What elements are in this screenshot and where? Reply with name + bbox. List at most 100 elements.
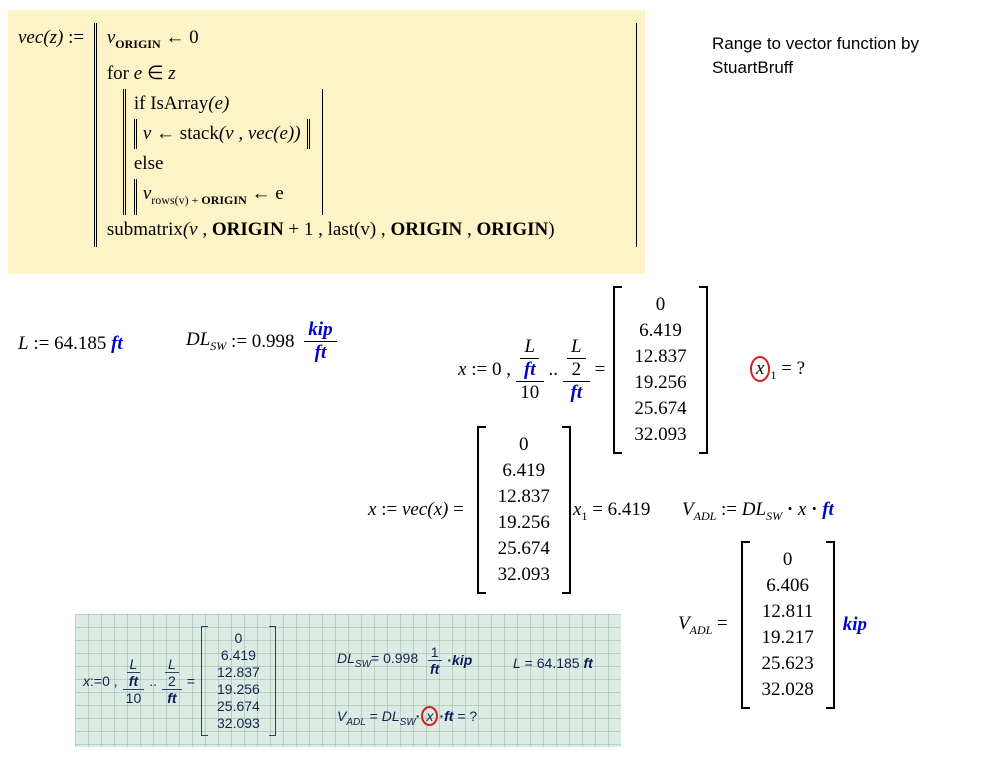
program-body: vORIGIN ← 0 for e ∈ z if IsArray(e) v ← … <box>93 23 637 247</box>
range-definition-region[interactable]: x := 0 , L ft 10 .. L 2 ft = <box>458 285 708 455</box>
matrix-bracket-left <box>613 286 623 454</box>
range-lhs: x := 0 , <box>458 359 511 380</box>
matrix-value: 32.093 <box>497 564 550 585</box>
program-line-stack: v ← stack(v , vec(e)) <box>133 118 310 149</box>
program-for-body: if IsArray(e) v ← stack(v , vec(e)) else… <box>122 88 323 215</box>
matrix-value: 19.256 <box>634 372 687 393</box>
matrix-value: 0 <box>234 629 243 646</box>
matrix-value: 32.028 <box>761 679 814 700</box>
matrix-value: 19.256 <box>217 680 260 697</box>
inset-result-matrix: 0 6.419 12.837 19.256 25.674 32.093 <box>201 625 276 736</box>
program-lhs: vec(z) := <box>18 23 89 53</box>
vec-program-region[interactable]: vec(z) := vORIGIN ← 0 for e ∈ z if IsArr… <box>8 10 645 274</box>
note-line-1: Range to vector function by <box>712 34 919 53</box>
inset-fraction-1-over-ft: 1 ft <box>427 644 442 677</box>
matrix-value: 25.674 <box>217 697 260 714</box>
inset-fraction-L-over-ft-over-10: L ft 10 <box>122 656 145 706</box>
matrix-bracket-left <box>740 541 750 709</box>
matrix-values: 0 6.419 12.837 19.256 25.674 32.093 <box>622 286 698 454</box>
vec-call-region[interactable]: x := vec(x) = 0 6.419 12.837 19.256 25.6… <box>368 426 571 594</box>
assign-operator: := <box>226 330 252 352</box>
matrix-value: 12.837 <box>497 486 550 507</box>
unit-fraction-kip-per-ft: kip ft <box>304 319 337 364</box>
program-line-else: else <box>133 152 164 174</box>
vec-result-matrix: 0 6.419 12.837 19.256 25.674 32.093 <box>476 426 571 594</box>
program-line-submatrix: submatrix(v , ORIGIN + 1 , last(v) , ORI… <box>106 218 555 240</box>
program-line-init: vORIGIN ← 0 <box>106 27 199 51</box>
program-function-name: vec(z) <box>18 27 64 48</box>
matrix-bracket-right <box>561 426 571 594</box>
range-operator: .. <box>548 359 559 380</box>
matrix-value: 12.837 <box>217 663 260 680</box>
inset-range-expression: x:=0 , L ft 10 .. L 2 ft <box>83 622 276 739</box>
matrix-values: 0 6.419 12.837 19.256 25.674 32.093 <box>208 626 269 736</box>
inner-program-bar-left: vrows(v) + ORIGIN ← e <box>133 178 284 215</box>
matrix-value: 25.623 <box>761 653 814 674</box>
assign-operator: := <box>63 27 89 48</box>
assign-operator: := <box>716 499 742 520</box>
matrix-bracket-right <box>698 286 708 454</box>
inset-dl-lhs: DLSW= 0.998 <box>337 650 423 670</box>
program-line-for: for e ∈ z <box>106 62 176 84</box>
inset-vadl-equation: VADL = DLSW·x·ft = ? <box>337 706 478 728</box>
fraction-L-over-ft-over-10: L ft 10 <box>515 336 544 404</box>
equals-operator: = <box>594 359 606 380</box>
matrix-value: 12.837 <box>634 346 687 367</box>
matrix-value: 25.674 <box>497 538 550 559</box>
unit-ft: ft <box>111 333 123 354</box>
matrix-value: 6.419 <box>502 460 546 481</box>
matrix-value: 32.093 <box>634 424 687 445</box>
inset-error-circled-x: x <box>421 706 439 726</box>
inset-fraction-L-over-2-over-ft: L 2 ft <box>162 656 182 706</box>
vadl-result-region[interactable]: VADL = 0 6.406 12.811 19.217 25.623 32.0… <box>678 540 867 710</box>
inset-l-equation: L = 64.185 ft <box>513 655 593 671</box>
range-result-matrix: 0 6.419 12.837 19.256 25.674 32.093 <box>613 286 708 454</box>
multiply-dot: · <box>806 499 823 520</box>
fraction-L-over-2-over-ft: L 2 ft <box>563 336 590 404</box>
embedded-screenshot[interactable]: x:=0 , L ft 10 .. L 2 ft <box>75 614 621 747</box>
multiply-dot: · <box>782 499 798 520</box>
assign-operator: := <box>28 333 55 354</box>
inset-range-lhs: x:=0 , <box>83 672 118 689</box>
matrix-value: 25.674 <box>634 398 687 419</box>
matrix-bracket-right <box>268 625 276 736</box>
program-line-if: if IsArray(e) <box>133 92 230 114</box>
matrix-value: 32.093 <box>217 714 260 731</box>
inset-range-operator: .. <box>149 672 158 689</box>
value-L: 64.185 <box>54 333 112 354</box>
value-DLsw: 0.998 <box>251 330 300 352</box>
matrix-value: 19.217 <box>761 627 814 648</box>
matrix-value: 6.419 <box>639 320 682 341</box>
var-L: L <box>18 333 29 354</box>
inner-program-bars: v ← stack(v , vec(e)) <box>133 118 310 149</box>
inset-dl-unit: ·kip <box>447 652 473 668</box>
vadl-definition-region[interactable]: VADL := DLSW · x · ft <box>682 499 834 523</box>
unit-kip: kip <box>842 614 868 635</box>
note-line-2: StuartBruff <box>712 58 793 77</box>
matrix-value: 6.419 <box>220 646 256 663</box>
matrix-value: 0 <box>782 549 793 570</box>
matrix-bracket-left <box>201 625 208 736</box>
definition-L[interactable]: L := 64.185 ft <box>18 333 123 355</box>
matrix-bracket-right <box>825 541 835 709</box>
definition-DLsw[interactable]: DLSW := 0.998 kip ft <box>186 319 342 364</box>
vec-call-lhs: x := vec(x) = <box>368 499 469 520</box>
inset-dl-equation: DLSW= 0.998 1 ft ·kip <box>337 638 472 682</box>
program-line-assign: vrows(v) + ORIGIN ← e <box>133 178 310 215</box>
var-DLsw: DLSW <box>186 329 227 353</box>
error-circled-x: x <box>750 356 771 382</box>
matrix-value: 0 <box>518 434 529 455</box>
vadl-result-lhs: VADL = <box>678 612 733 637</box>
note-text-region[interactable]: Range to vector function by StuartBruff <box>712 32 984 80</box>
matrix-value: 12.811 <box>761 601 814 622</box>
matrix-bracket-left <box>476 426 486 594</box>
x1-result-region[interactable]: x1 = 6.419 <box>573 499 651 523</box>
unit-ft: ft <box>822 499 834 520</box>
matrix-values: 0 6.406 12.811 19.217 25.623 32.028 <box>750 541 826 709</box>
matrix-value: 6.406 <box>766 575 809 596</box>
vadl-result-matrix: 0 6.406 12.811 19.217 25.623 32.028 <box>740 541 835 709</box>
matrix-value: 19.256 <box>497 512 550 533</box>
inset-equals-operator: = <box>186 672 195 689</box>
